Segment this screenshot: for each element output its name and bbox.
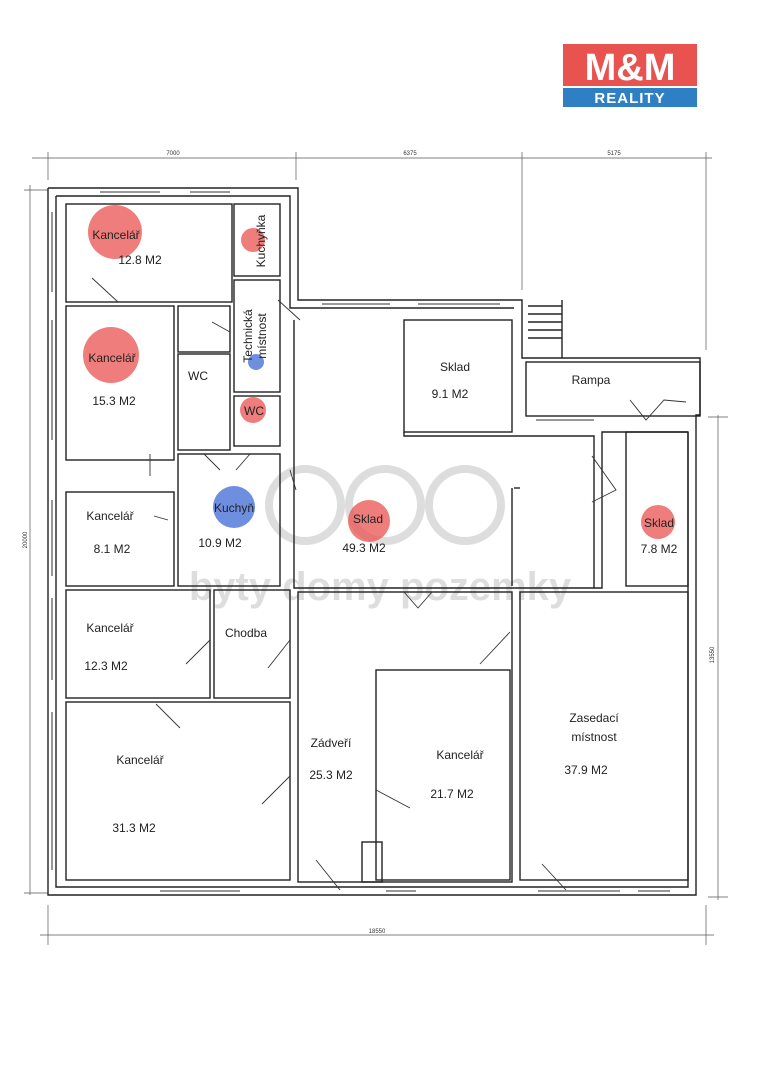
room-zadveri-name: Zádveří [311,736,352,750]
doors [91,277,687,891]
marker-kancelar-1 [88,205,142,259]
dimension-lines [24,152,728,945]
room-kancelar-5-area: 31.3 M2 [112,821,156,835]
dim-top-right: 5175 [607,151,621,157]
room-kancelar-6-name: Kancelář [436,748,484,762]
marker-kuchynka [241,228,265,252]
room-kancelar-6-area: 21.7 M2 [430,787,474,801]
room-technicka-line2: místnost [255,313,269,359]
room-chodba-name: Chodba [225,626,267,640]
room-markers [83,205,675,542]
marker-technicka [248,354,264,370]
marker-sklad-right [641,505,675,539]
room-rampa-name: Rampa [572,373,611,387]
room-kancelar-4-name: Kancelář [86,621,134,635]
room-zasedaci-area: 37.9 M2 [564,763,608,777]
room-kancelar-1-area: 12.8 M2 [118,253,162,267]
marker-sklad-main [348,500,390,542]
room-sklad-main-area: 49.3 M2 [342,541,386,555]
room-kancelar-4-area: 12.3 M2 [84,659,128,673]
room-wc-1-name: WC [188,369,208,383]
room-kancelar-3-area: 8.1 M2 [94,542,131,556]
logo-brand: M&M [585,47,676,89]
room-wc-2-name: WC [244,404,264,418]
marker-kuchyn [213,486,255,528]
room-sklad-right-area: 7.8 M2 [641,542,678,556]
watermark-text: byty domy pozemky [189,565,572,609]
room-kancelar-2-area: 15.3 M2 [92,394,136,408]
dim-top-left: 7000 [166,151,180,157]
marker-wc [240,397,266,423]
room-sklad-small-area: 9.1 M2 [432,387,469,401]
room-kancelar-2-name: Kancelář [88,351,136,365]
room-zadveri-area: 25.3 M2 [309,768,353,782]
marker-kancelar-2 [83,327,139,383]
room-kancelar-1-name: Kancelář [92,228,140,242]
room-sklad-small-name: Sklad [440,360,470,374]
room-zasedaci-line2: místnost [571,730,617,744]
windows [51,191,670,892]
room-sklad-main-name: Sklad [353,512,383,526]
watermark: byty domy pozemky [189,465,572,609]
dim-left: 20000 [23,531,29,548]
dim-bottom: 18550 [369,929,386,935]
room-kuchyn-name: Kuchyň [214,501,254,515]
room-sklad-right-name: Sklad [644,516,674,530]
room-technicka-line1: Technická [241,309,255,363]
dim-right: 13550 [710,646,716,663]
room-kancelar-3-name: Kancelář [86,509,134,523]
room-kancelar-5-name: Kancelář [116,753,164,767]
room-kuchynka-name: Kuchyňka [254,214,268,267]
mm-reality-logo: M&M REALITY [563,44,697,107]
room-kuchyn-area: 10.9 M2 [198,536,242,550]
room-zasedaci-line1: Zasedací [569,711,619,725]
logo-sub: REALITY [594,90,665,107]
dim-top-middle: 6375 [403,151,417,157]
walls [47,187,701,896]
